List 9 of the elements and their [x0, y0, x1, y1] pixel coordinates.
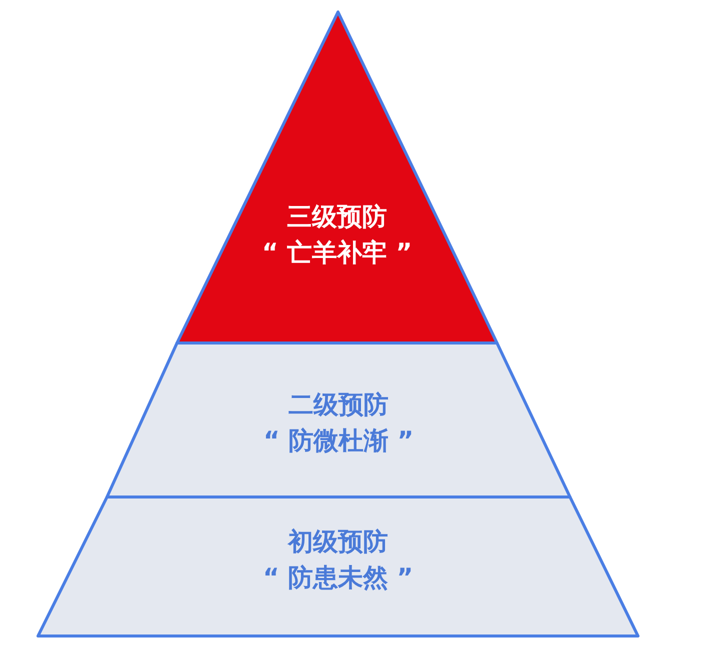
tier-motto: “ 亡羊补牢 ”	[262, 237, 412, 269]
pyramid-tier	[177, 12, 497, 343]
tier-title: 初级预防	[288, 526, 388, 558]
tier-title: 二级预防	[288, 389, 388, 421]
tier-motto: “ 防患未然 ”	[262, 562, 414, 594]
tier-title: 三级预防	[287, 201, 387, 233]
pyramid-tier	[38, 497, 638, 636]
tier-motto: “ 防微杜渐 ”	[263, 425, 414, 457]
pyramid-tier	[107, 343, 570, 497]
